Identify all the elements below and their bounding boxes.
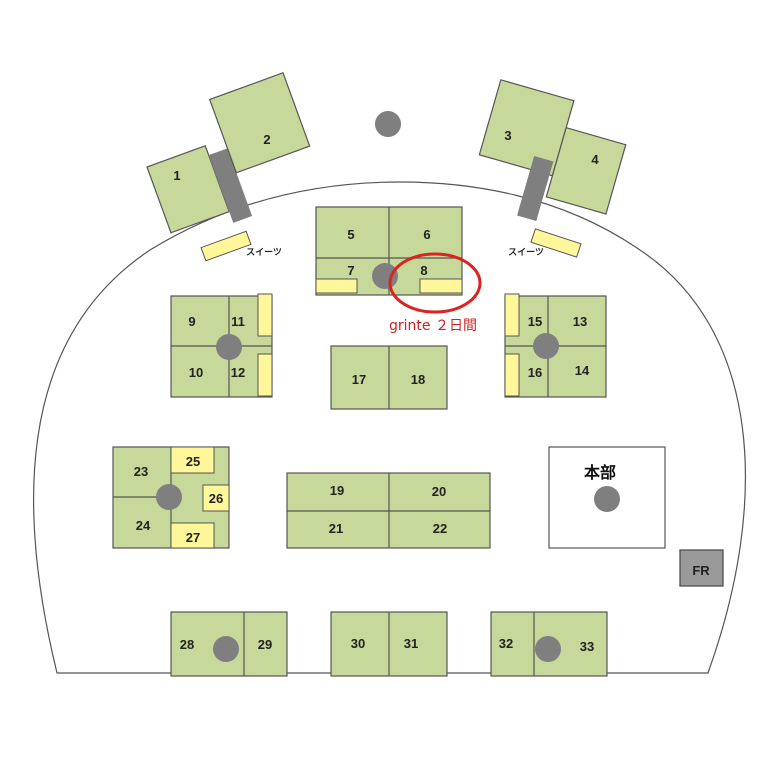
pillar-13-16 [533, 333, 559, 359]
pillar-28-29 [213, 636, 239, 662]
booth-label-14: 14 [575, 363, 590, 378]
booth-label-16: 16 [528, 365, 542, 380]
booth-label-33: 33 [580, 639, 594, 654]
booth-16-yellow-strip[interactable] [504, 353, 520, 397]
pillar-32-33 [535, 636, 561, 662]
booth-label-17: 17 [352, 372, 366, 387]
booth-label-11: 11 [231, 314, 245, 329]
booth-11-yellow-strip[interactable] [257, 293, 273, 337]
pillar-9-12 [216, 334, 242, 360]
booth-label-3: 3 [504, 128, 511, 143]
booth-label-21: 21 [329, 521, 343, 536]
booth-label-1: 1 [173, 168, 180, 183]
pillar-headquarters [594, 486, 620, 512]
headquarters-label: 本部 [584, 463, 616, 482]
booth-label-12: 12 [231, 365, 245, 380]
booth-label-19: 19 [330, 483, 344, 498]
booth-label-27: 27 [186, 530, 200, 545]
booth-label-30: 30 [351, 636, 365, 651]
booth-label-32: 32 [499, 636, 513, 651]
pillar-5-8 [372, 263, 398, 289]
booth-25[interactable] [170, 446, 215, 474]
booth-label-26: 26 [209, 491, 223, 506]
booth-label-15: 15 [528, 314, 542, 329]
booth-15-yellow-strip[interactable] [504, 293, 520, 337]
fr-label: FR [692, 563, 710, 578]
booth-27[interactable] [170, 522, 215, 549]
pillar-23-27 [156, 484, 182, 510]
booth-label-2: 2 [263, 132, 270, 147]
booth-label-28: 28 [180, 637, 194, 652]
booth-label-10: 10 [189, 365, 203, 380]
booth-label-4: 4 [591, 152, 599, 167]
walkway-right [517, 155, 554, 222]
booth-label-23: 23 [134, 464, 148, 479]
booth-label-24: 24 [136, 518, 151, 533]
highlight-circle-booth-8 [388, 252, 482, 314]
booth-label-13: 13 [573, 314, 587, 329]
fr-box[interactable] [679, 549, 724, 587]
booth-label-25: 25 [186, 454, 200, 469]
booth-label-29: 29 [258, 637, 272, 652]
booth-26[interactable] [202, 484, 230, 512]
booth-label-22: 22 [433, 521, 447, 536]
booth-label-6: 6 [423, 227, 430, 242]
booth-2[interactable] [208, 72, 311, 174]
booth-label-31: 31 [404, 636, 418, 651]
sweets-label-right: スイーツ [508, 247, 544, 258]
walkway-left [208, 148, 253, 223]
booth-label-9: 9 [188, 314, 195, 329]
pillar-top [375, 111, 401, 137]
booth-7-yellow-strip[interactable] [315, 278, 358, 294]
hall-outline [33, 181, 747, 674]
booth-label-20: 20 [432, 484, 446, 499]
sweets-stall-right[interactable] [530, 228, 582, 258]
booth-label-5: 5 [347, 227, 354, 242]
annotation-grinte: grinte ２日間 [389, 318, 477, 334]
sweets-label-left: スイーツ [246, 247, 282, 258]
booth-label-7: 7 [347, 263, 354, 278]
booth-4[interactable] [545, 126, 627, 215]
booth-label-18: 18 [411, 372, 425, 387]
booth-12-yellow-strip[interactable] [257, 353, 273, 397]
booth-8-yellow-strip[interactable] [419, 278, 463, 294]
sweets-stall-left[interactable] [200, 230, 252, 262]
booth-label-8: 8 [420, 263, 427, 278]
